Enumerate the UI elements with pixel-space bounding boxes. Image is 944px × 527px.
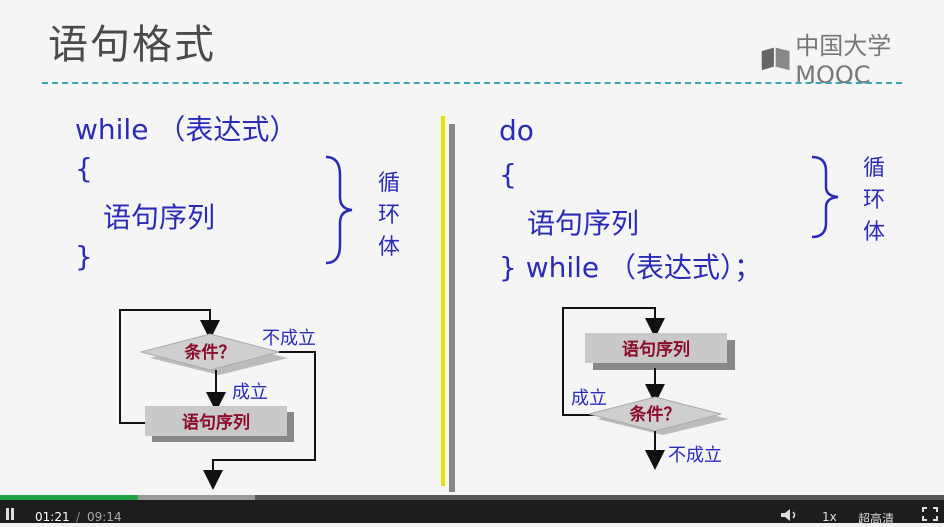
do-flowchart: 语句序列 条件？ 成立 不成立 [562, 307, 735, 470]
yes-label: 成立 [232, 382, 268, 403]
quality-button[interactable]: 超高清 [858, 512, 895, 526]
fullscreen-icon[interactable] [922, 507, 938, 521]
do-close-line: } while （表达式）； [499, 251, 763, 284]
no-label: 不成立 [668, 445, 722, 466]
time-separator: / [76, 510, 81, 524]
stmt-box [585, 333, 727, 363]
current-time: 01:21 [35, 510, 70, 524]
mooc-logo: 中国大学MOOC [760, 26, 944, 89]
do-header: do [499, 114, 534, 147]
while-brace-label: 循 环 体 [377, 171, 400, 260]
while-loop-brace [325, 155, 353, 265]
page-title: 语句格式 [48, 22, 216, 68]
yes-label: 成立 [571, 388, 607, 409]
speed-button[interactable]: 1x [822, 510, 837, 524]
while-flowchart: 条件？ 成立 语句序列 不成立 [119, 309, 316, 490]
volume-icon[interactable] [780, 508, 798, 522]
progress-bar[interactable] [0, 495, 944, 500]
divider-yellow [441, 116, 445, 486]
stmt-box [145, 406, 287, 436]
pause-icon[interactable] [6, 508, 14, 520]
condition-text: 条件？ [629, 404, 681, 425]
title-divider [42, 82, 902, 84]
duration: 09:14 [87, 510, 122, 524]
book-icon [761, 47, 790, 70]
do-body: 语句序列 [527, 207, 640, 240]
while-open-brace: { [75, 152, 93, 185]
condition-diamond [139, 333, 281, 371]
while-body: 语句序列 [103, 201, 216, 234]
no-label: 不成立 [262, 328, 316, 349]
condition-text: 条件？ [184, 342, 236, 363]
progress-played [0, 495, 138, 500]
stmt-text: 语句序列 [182, 412, 250, 433]
stmt-text: 语句序列 [622, 339, 690, 360]
do-loop-brace [811, 155, 839, 239]
do-open-brace: { [499, 158, 517, 191]
logo-text: 中国大学MOOC [795, 32, 892, 89]
slide: 语句格式 中国大学MOOC while （表达式） { 语句序列 } 循 环 体… [42, 22, 944, 492]
while-header: while （表达式） [75, 113, 298, 146]
divider-gray [449, 124, 455, 492]
do-brace-label: 循 环 体 [862, 156, 885, 245]
while-close-brace: } [75, 240, 93, 273]
